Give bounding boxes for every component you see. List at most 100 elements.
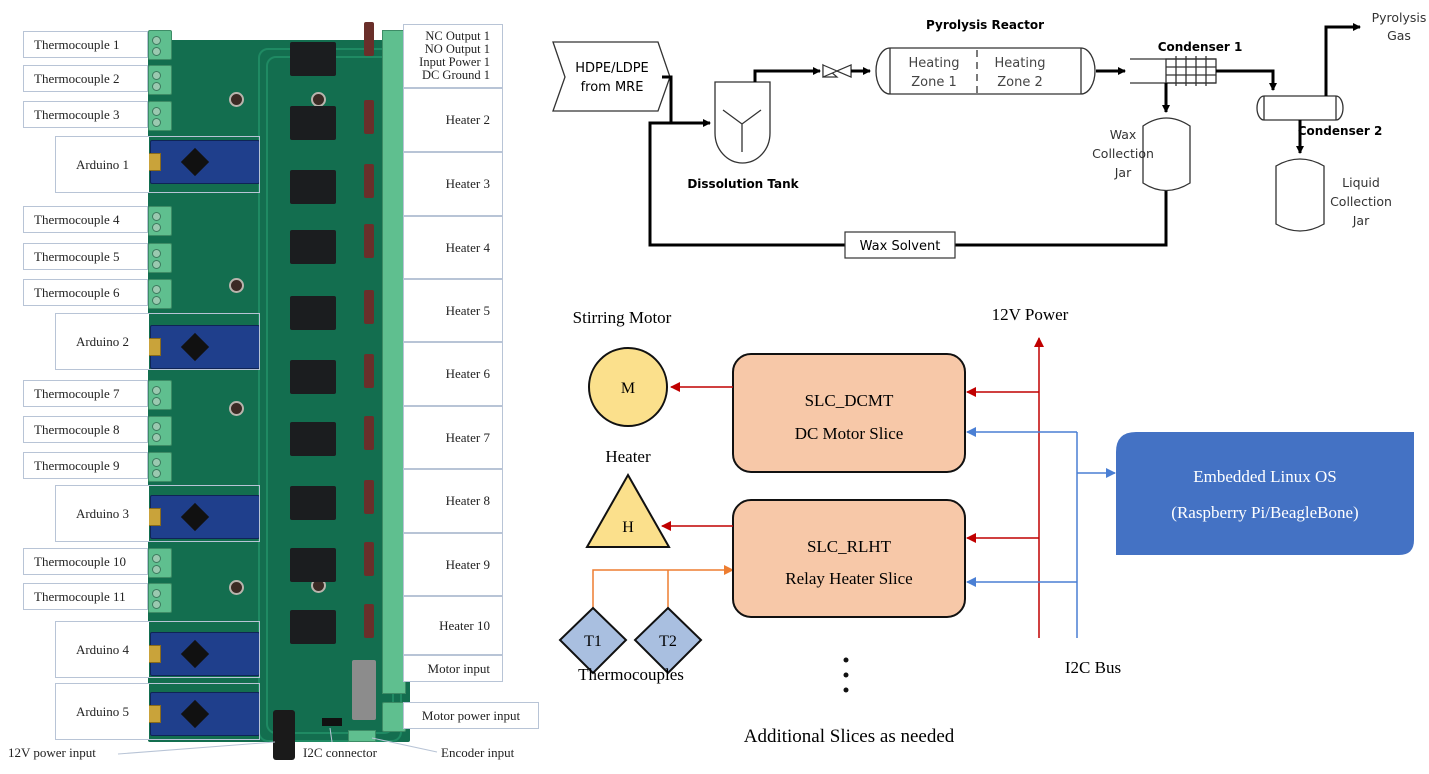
slice-rlht-desc: Relay Heater Slice [785,569,912,588]
i2c-bus-label: I2C Bus [1065,658,1121,677]
i2c-header [322,718,342,726]
label-text: Heater 9 [445,556,490,572]
slice-rlht-block [732,499,966,618]
control-block-diagram: Stirring Motor M Heater H T1 T2 Thermoco… [558,305,1414,747]
label-text: Motor input [427,660,490,676]
heater-symbol [585,472,671,548]
label-thermocouple-3: Thermocouple 3 [23,101,148,128]
fuse-7 [364,416,374,450]
reactor-title: Pyrolysis Reactor [926,18,1044,32]
ellipsis-dot [843,672,849,678]
motor-symbol [588,347,668,427]
relay-2 [290,106,336,140]
label-text: Arduino 2 [56,314,149,369]
label-text: Heater 2 [445,112,490,127]
zone2-line1: Heating [995,56,1046,71]
slice-dcmt-name: SLC_DCMT [805,391,894,410]
mounting-hole [229,278,244,293]
label-heater-5: Heater 5 [403,279,503,342]
label-thermocouple-6: Thermocouple 6 [23,279,148,306]
label-text: Heater 10 [439,617,490,633]
label-text: Arduino 4 [56,622,149,677]
label-thermocouple-11: Thermocouple 11 [23,583,148,610]
thermocouple-terminal-6 [148,279,172,309]
thermocouple-terminal-10 [148,548,172,578]
t2-label: T2 [659,633,677,650]
mounting-hole [229,401,244,416]
leader-encoder [371,737,438,753]
gas-label-2: Gas [1387,28,1411,43]
fuse-1 [364,22,374,56]
ellipsis-dot [843,687,849,693]
agitator-icon [722,109,762,152]
mounting-hole [229,92,244,107]
label-text: Heater 7 [445,429,490,445]
label-text: Heater 4 [445,239,490,255]
label-text: Heater 8 [445,493,490,508]
process-flow-diagram: HDPE/LDPE from MRE Wax Solvent Dissoluti… [552,10,1427,259]
label-text: Arduino 5 [56,684,149,739]
thermocouple-terminal-9 [148,452,172,482]
label-arduino-3: Arduino 3 [55,485,260,542]
wax-jar-label-3: Jar [1114,165,1132,180]
thermocouple-terminal-11 [148,583,172,613]
fuse-9 [364,542,374,576]
dissolution-tank [714,81,771,164]
label-text: Thermocouple 11 [34,588,126,604]
thermocouple-terminal-3 [148,101,172,131]
wax-jar-label-2: Collection [1092,146,1154,161]
relay-9 [290,548,336,582]
relay-10 [290,610,336,644]
liquid-jar-label-2: Collection [1330,194,1392,209]
label-text: Thermocouple 4 [34,211,120,227]
dissolution-tank-label: Dissolution Tank [687,177,799,191]
thermocouple-terminal-5 [148,243,172,273]
label-thermocouple-7: Thermocouple 7 [23,380,148,407]
label-thermocouple-4: Thermocouple 4 [23,206,148,233]
condenser2 [1256,95,1344,121]
heater-label: Heater [605,447,651,466]
thermocouple-terminal-4 [148,206,172,236]
label-heater-10: Heater 10 [403,596,503,655]
label-text: Heater 6 [445,366,490,381]
feed-pipe [662,75,711,127]
mounting-hole [229,580,244,595]
label-input-power-1: Input Power 1 [419,55,490,69]
liquid-collection-jar [1275,158,1325,232]
stirring-motor-label: Stirring Motor [573,308,672,327]
relay-4 [290,230,336,264]
host-label-line1: Embedded Linux OS [1193,467,1337,486]
arduino-board-4 [145,632,260,676]
condenser1-to-condenser2-pipe [1216,69,1277,91]
thermocouple-signal-line [592,565,734,608]
label-heater-8: Heater 8 [403,469,503,533]
label-nc-output-1: NC Output 1 [425,29,490,43]
power-bus-label: 12V Power [992,305,1069,324]
condenser1-coil [1165,56,1217,86]
label-text: Heater 3 [445,176,490,191]
gas-label-1: Pyrolysis [1372,10,1427,25]
slice-rlht-name: SLC_RLHT [807,537,892,556]
feed-chevron [552,41,671,112]
wax-solvent-label: Wax Solvent [860,239,941,254]
ellipsis-dot [843,657,849,663]
thermocouple-t2-symbol [633,606,703,675]
fuse-5 [364,290,374,324]
relay-7 [290,422,336,456]
label-motor-power-input: Motor power input [403,702,539,729]
fuse-3 [364,164,374,198]
motor-driver-ic [352,660,376,720]
label-text: Heater 5 [445,302,490,318]
label-text: Arduino 3 [56,486,149,541]
label-thermocouple-1: Thermocouple 1 [23,31,148,58]
fuse-2 [364,100,374,134]
label-arduino-5: Arduino 5 [55,683,260,740]
zone1-line1: Heating [909,56,960,71]
heater-symbol-label: H [622,519,634,536]
thermocouple-terminal-8 [148,416,172,446]
label-text: Arduino 1 [56,137,149,192]
label-text: Motor power input [421,707,521,723]
slice-dcmt-block [732,353,966,473]
label-text: Thermocouple 10 [34,553,127,569]
recycle-pipe-right [955,185,1168,247]
